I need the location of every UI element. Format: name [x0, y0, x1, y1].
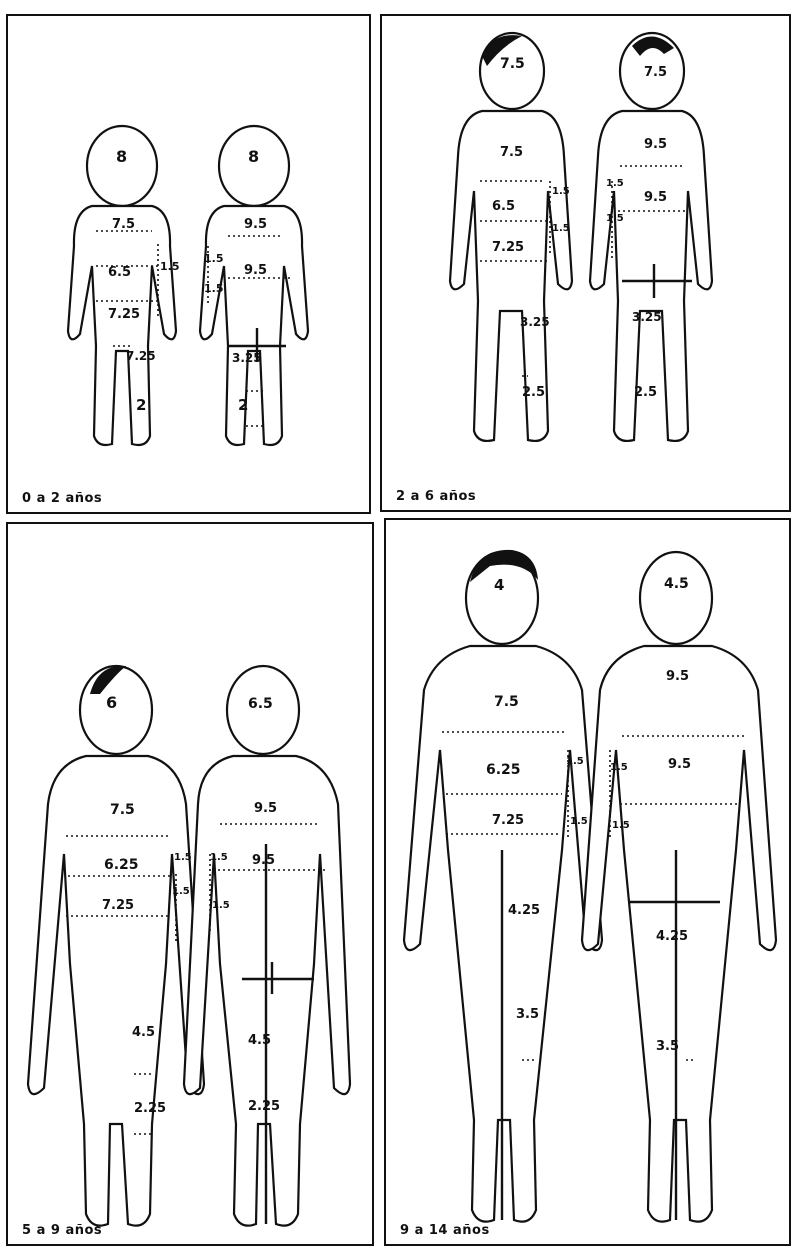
label-back-3: 1.5 [204, 252, 224, 265]
label-back-1: 9.5 [666, 669, 689, 684]
label-back-1: 9.5 [644, 137, 667, 152]
label-front-3: 1.5 [160, 260, 180, 273]
back-figure [590, 33, 712, 441]
label-front-7: 3.5 [516, 1007, 539, 1022]
label-back-3: 1.5 [610, 762, 628, 773]
label-back-2: 9.5 [244, 263, 267, 278]
age-caption: 9 a 14 años [400, 1223, 490, 1238]
label-front-2: 6.5 [108, 265, 131, 280]
label-back-4: 1.5 [612, 820, 630, 831]
figures-9-14-years: 4 7.5 6.25 1.5 7.25 1.5 4.25 3.5 4.5 9.5… [386, 520, 789, 1244]
label-front-2: 6.25 [104, 857, 139, 873]
label-back-4: 1.5 [606, 213, 624, 224]
label-back-2: 9.5 [644, 190, 667, 205]
label-front-1: 7.5 [112, 217, 135, 232]
label-back-6: 2.25 [248, 1099, 280, 1114]
label-front-3: 1.5 [552, 186, 570, 197]
label-back-5: 4.5 [248, 1033, 271, 1048]
label-back-0: 8 [248, 147, 259, 166]
figures-2-6-years: 7.5 7.5 6.5 1.5 1.5 7.25 3.25 2.5 7.5 9.… [382, 16, 789, 510]
label-front-4: 1.5 [552, 223, 570, 234]
label-back-4: 1.5 [204, 282, 224, 295]
label-front-7: 2.5 [522, 385, 545, 400]
label-front-0: 6 [106, 693, 117, 712]
label-front-1: 7.5 [110, 802, 135, 818]
label-front-6: 4.5 [132, 1025, 155, 1040]
label-back-3: 1.5 [210, 852, 228, 863]
label-front-0: 7.5 [500, 56, 525, 72]
panel-5-9-years: 6 7.5 6.25 1.5 7.25 1.5 4.5 2.25 6.5 9.5… [6, 522, 374, 1246]
label-front-6: 4.25 [508, 903, 540, 918]
age-caption: 0 a 2 años [22, 491, 102, 506]
back-figure [582, 552, 776, 1222]
label-back-1: 9.5 [244, 217, 267, 232]
age-caption: 2 a 6 años [396, 489, 476, 504]
label-back-6: 2 [238, 396, 248, 414]
front-figure [450, 33, 572, 441]
label-front-4: 7.25 [108, 307, 140, 322]
label-front-3: 1.5 [174, 852, 192, 863]
label-back-5: 3.25 [632, 310, 662, 324]
label-back-0: 6.5 [248, 696, 273, 712]
label-back-4: 1.5 [212, 900, 230, 911]
label-back-3: 1.5 [606, 178, 624, 189]
label-back-6: 2.5 [634, 385, 657, 400]
label-front-1: 7.5 [494, 694, 519, 710]
label-back-2: 9.5 [668, 757, 691, 772]
front-figure [68, 126, 176, 445]
label-front-6: 3.25 [520, 315, 550, 329]
label-front-7: 2.25 [134, 1101, 166, 1116]
label-back-0: 7.5 [644, 65, 667, 80]
label-front-5: 7.25 [492, 240, 524, 255]
label-front-4: 7.25 [492, 813, 524, 828]
label-front-4: 7.25 [102, 898, 134, 913]
label-back-0: 4.5 [664, 576, 689, 592]
figures-0-2-years: 8 7.5 6.5 1.5 7.25 7.25 2 8 9.5 9.5 1.5 … [8, 16, 369, 512]
label-back-1: 9.5 [254, 801, 277, 816]
label-front-2: 6.25 [486, 762, 521, 778]
front-figure [28, 666, 204, 1226]
age-caption: 5 a 9 años [22, 1223, 102, 1238]
label-back-2: 9.5 [252, 853, 275, 868]
figures-5-9-years: 6 7.5 6.25 1.5 7.25 1.5 4.5 2.25 6.5 9.5… [8, 524, 372, 1244]
panel-9-14-years: 4 7.5 6.25 1.5 7.25 1.5 4.25 3.5 4.5 9.5… [384, 518, 791, 1246]
label-front-3: 1.5 [566, 756, 584, 767]
label-front-5: 7.25 [126, 349, 156, 363]
label-front-0: 4 [494, 576, 504, 594]
label-back-5: 4.25 [656, 929, 688, 944]
label-front-1: 7.5 [500, 145, 523, 160]
label-back-5: 3.25 [232, 351, 262, 365]
label-front-6: 2 [136, 396, 146, 414]
panel-0-2-years: 8 7.5 6.5 1.5 7.25 7.25 2 8 9.5 9.5 1.5 … [6, 14, 371, 514]
label-front-5: 1.5 [172, 886, 190, 897]
label-front-2: 6.5 [492, 199, 515, 214]
label-back-6: 3.5 [656, 1039, 679, 1054]
label-front-5: 1.5 [570, 816, 588, 827]
label-front-0: 8 [116, 147, 127, 166]
panel-2-6-years: 7.5 7.5 6.5 1.5 1.5 7.25 3.25 2.5 7.5 9.… [380, 14, 791, 512]
